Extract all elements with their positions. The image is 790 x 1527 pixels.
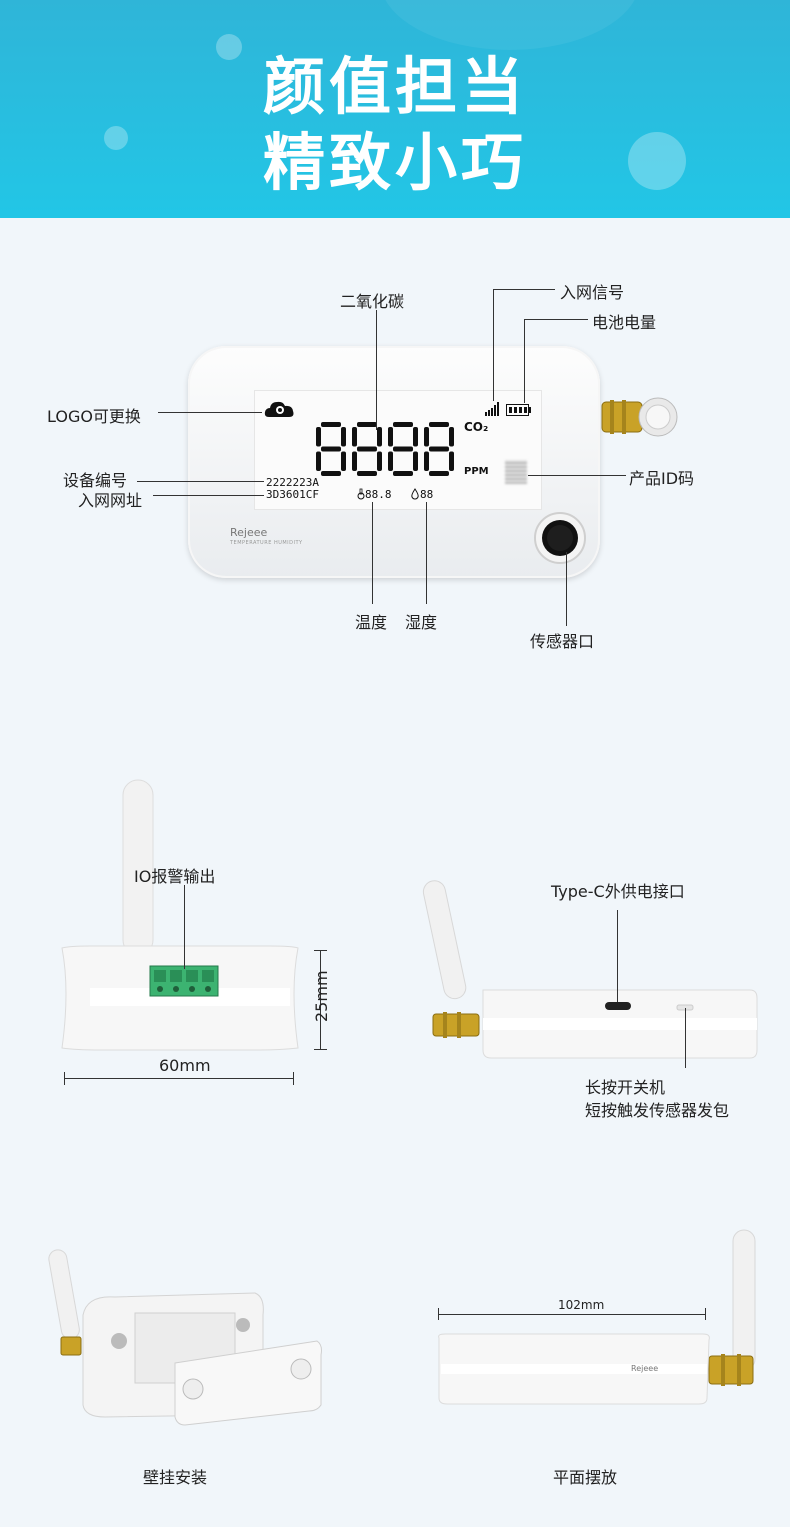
digit-segment [429, 471, 449, 476]
dimension-tick [438, 1308, 439, 1320]
dimension-length: 102mm [558, 1298, 605, 1312]
dimension-tick [293, 1072, 294, 1085]
digit-segment [352, 451, 357, 471]
callout-signal: 入网信号 [560, 283, 625, 302]
digit-segment [413, 427, 418, 447]
battery-icon [506, 404, 531, 416]
digit-segment [341, 427, 346, 447]
dimension-line [320, 950, 321, 1050]
digit-segment [377, 427, 382, 447]
digit-segment [449, 427, 454, 447]
caption-wall-mount: 壁挂安装 [143, 1468, 208, 1487]
dimension-line [64, 1078, 294, 1079]
leader-line [524, 319, 588, 320]
decor-bubble [216, 34, 242, 60]
page-title-line2: 精致小巧 [262, 126, 527, 199]
digit-segment [377, 451, 382, 471]
digit-segment [393, 446, 413, 452]
digit-segment [429, 446, 449, 452]
callout-logo: LOGO可更换 [47, 407, 141, 426]
digit-segment [393, 422, 413, 427]
digit-segment [388, 427, 393, 447]
callout-battery: 电池电量 [592, 313, 657, 332]
leader-line [685, 1008, 686, 1068]
callout-sensor-port: 传感器口 [530, 632, 595, 651]
callout-product-id: 产品ID码 [629, 469, 695, 488]
droplet-icon [411, 488, 419, 500]
leader-line [524, 319, 525, 403]
callout-network-addr: 入网网址 [78, 491, 143, 510]
brand-label: Rejeee [230, 526, 268, 539]
leader-line [376, 310, 377, 430]
decor-bubble [104, 126, 128, 150]
leader-line [153, 495, 264, 496]
flat-view [438, 1229, 756, 1405]
digit-segment [357, 446, 377, 452]
digit-segment [424, 451, 429, 471]
leader-line [493, 289, 555, 290]
leader-line [528, 475, 626, 476]
callout-humidity: 湿度 [405, 613, 438, 632]
digit-segment [352, 427, 357, 447]
callout-temperature: 温度 [355, 613, 388, 632]
brand-side-label: Rejeee [631, 1364, 659, 1373]
callout-typec: Type-C外供电接口 [551, 882, 685, 901]
lcd-ppm-unit: PPM [464, 466, 489, 477]
lcd-co2-unit: CO₂ [464, 420, 489, 434]
dimension-tick [705, 1308, 706, 1320]
page-title-line1: 颜值担当 [262, 50, 527, 123]
digit-segment [429, 422, 449, 427]
digit-segment [424, 427, 429, 447]
leader-line [372, 502, 373, 604]
leader-line [426, 502, 427, 604]
dimension-height: 25mm [312, 970, 331, 1022]
dimension-width: 60mm [159, 1056, 211, 1075]
leader-line [184, 885, 185, 969]
digit-segment [413, 451, 418, 471]
dimension-tick [314, 1049, 327, 1050]
digit-segment [321, 446, 341, 452]
lcd-device-no: 2222223A [266, 476, 319, 489]
side-view-io [61, 779, 299, 1051]
sensor-port-icon [534, 512, 586, 564]
lcd-network-addr: 3D3601CF [266, 488, 319, 501]
digit-segment [357, 471, 377, 476]
leader-line [158, 412, 262, 413]
digit-segment [357, 422, 377, 427]
antenna-connector-icon [601, 397, 678, 437]
digit-segment [341, 451, 346, 471]
caption-flat: 平面摆放 [553, 1468, 618, 1487]
digit-segment [388, 451, 393, 471]
leader-line [566, 552, 567, 626]
header-banner: 颜值担当 精致小巧 [0, 0, 790, 218]
signal-icon [485, 402, 499, 416]
lcd-temperature: 88.8 [365, 488, 392, 501]
callout-co2: 二氧化碳 [340, 292, 405, 311]
callout-device-no: 设备编号 [63, 471, 128, 490]
lcd-humidity: 88 [420, 488, 434, 501]
thermometer-icon [357, 488, 365, 500]
cloud-logo-icon [264, 401, 294, 417]
digit-segment [316, 427, 321, 447]
product-qr-code [505, 460, 527, 484]
digit-segment [393, 471, 413, 476]
brand-subtitle: TEMPERATURE HUMIDITY [230, 540, 303, 546]
leader-line [137, 481, 264, 482]
callout-button-1: 长按开关机 [585, 1078, 666, 1097]
digit-segment [321, 422, 341, 427]
callout-io-alarm: IO报警输出 [134, 867, 216, 886]
leader-line [617, 910, 618, 1002]
lcd-digits [316, 422, 454, 476]
dimension-tick [64, 1072, 65, 1085]
leader-line [493, 289, 494, 401]
wall-mount-view [48, 1249, 322, 1426]
digit-segment [449, 451, 454, 471]
dimension-line [438, 1314, 706, 1315]
side-view-typec [422, 880, 758, 1059]
dimension-tick [314, 950, 327, 951]
digit-segment [316, 451, 321, 471]
decor-bubble [628, 132, 686, 190]
digit-segment [321, 471, 341, 476]
callout-button-2: 短按触发传感器发包 [585, 1101, 730, 1120]
